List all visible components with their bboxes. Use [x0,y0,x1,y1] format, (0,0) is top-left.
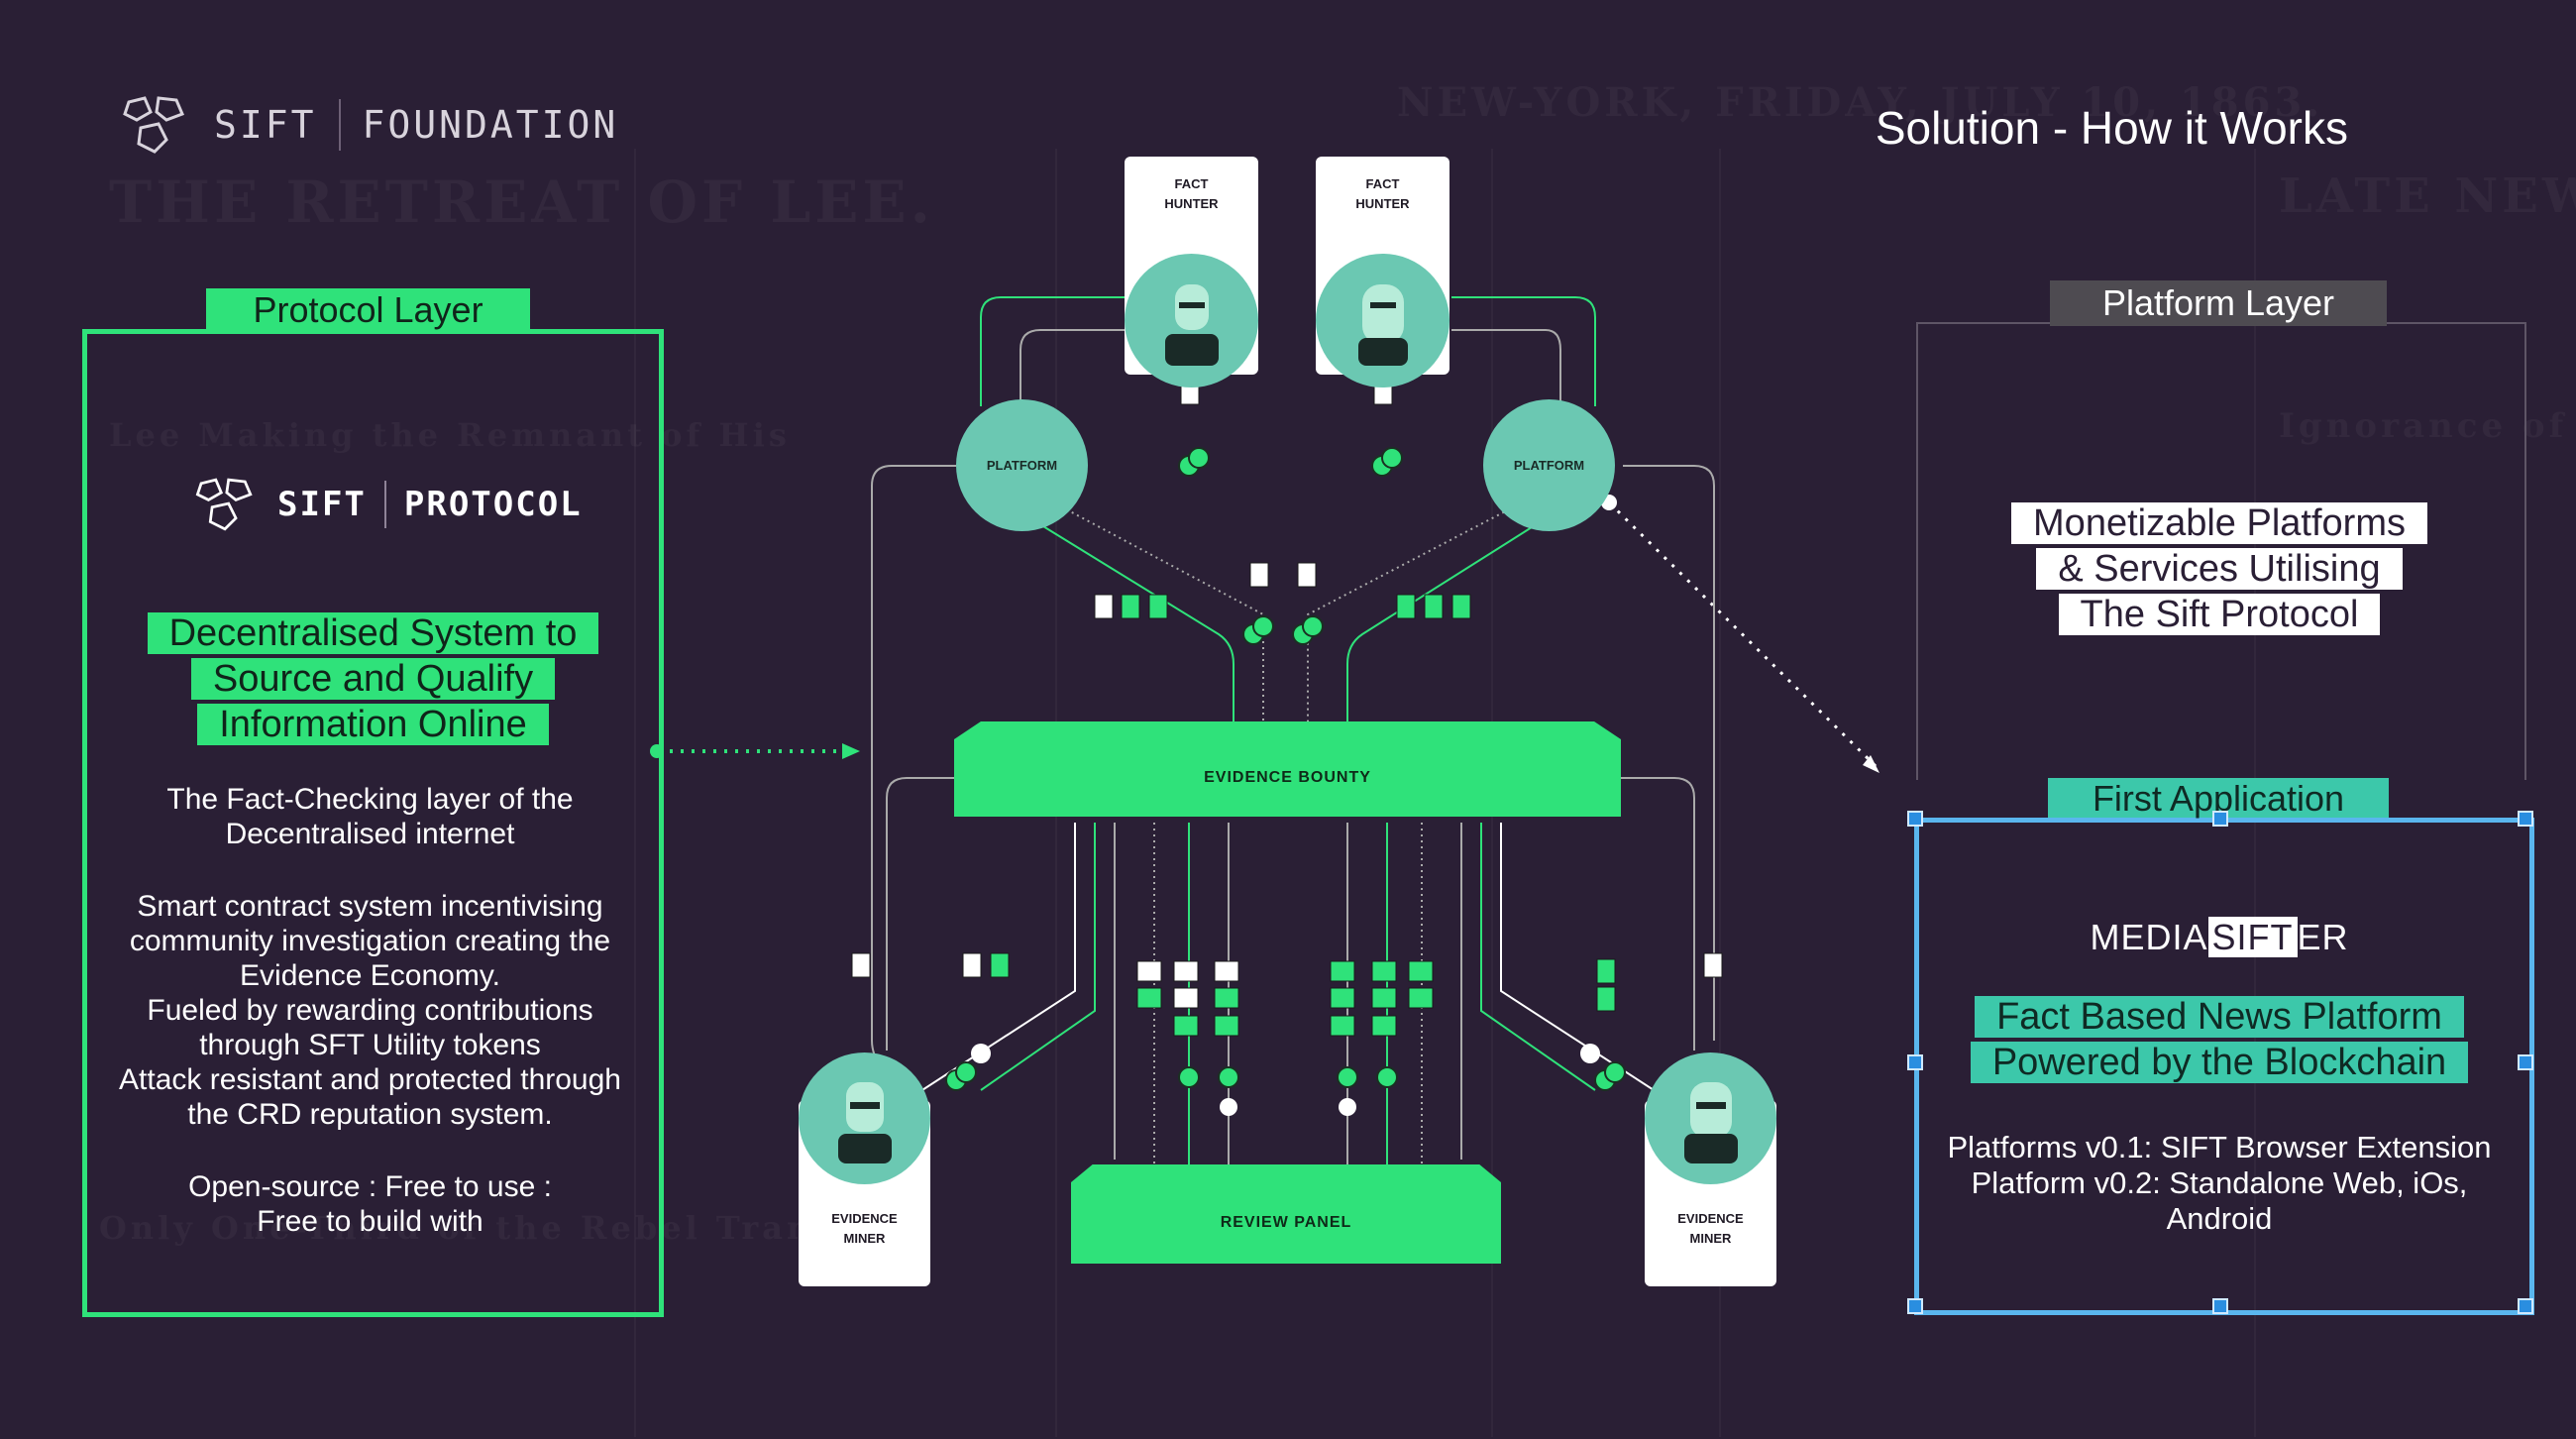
logo-divider [338,99,341,151]
evidence-bounty-top [954,721,1621,739]
review-panel-face: REVIEW PANEL [1071,1182,1501,1264]
protocol-body-line: community investigation creating the [129,925,611,957]
protocol-body-line: the CRD reputation system. [187,1098,553,1131]
person-icon [837,1081,892,1163]
resize-handle[interactable] [1907,1298,1923,1314]
app-description: Platforms v0.1: SIFT Browser Extension P… [1932,1130,2507,1237]
fact-hunter-avatar [1125,254,1258,387]
sift-protocol-logo: SIFT PROTOCOL [190,476,583,533]
logo-sift-text: SIFT [214,103,317,147]
evidence-bounty-block: EVIDENCE BOUNTY [954,721,1621,817]
protocol-heading-line: Information Online [197,704,549,745]
evidence-miner-avatar [799,1052,930,1184]
person-icon [1683,1081,1738,1163]
platform-heading: Monetizable Platforms & Services Utilisi… [1916,500,2522,637]
sift-protocol-logo-icon [195,478,253,531]
protocol-subtitle-line: Decentralised internet [225,818,515,850]
review-panel-top [1071,1164,1501,1182]
protocol-body-line: Smart contract system incentivising [137,890,603,923]
protocol-body: Smart contract system incentivising comm… [94,889,646,1132]
protocol-logo-protocol-text: PROTOCOL [403,485,583,524]
protocol-heading: Decentralised System to Source and Quali… [82,610,664,747]
platform-heading-line: Monetizable Platforms [2011,502,2427,544]
protocol-body-line: Attack resistant and protected through [119,1063,621,1096]
protocol-body-line: Fueled by rewarding contributions [147,994,593,1027]
slide-title: Solution - How it Works [1875,102,2348,154]
protocol-subtitle: The Fact-Checking layer of the Decentral… [94,782,646,851]
resize-handle[interactable] [2212,1298,2228,1314]
app-heading-line: Powered by the Blockchain [1970,1042,2469,1083]
media-sifter-suffix: ER [2297,917,2349,957]
platform-layer-tag: Platform Layer [2050,280,2387,326]
platform-node-right: PLATFORM [1483,399,1615,531]
fact-hunter-avatar [1316,254,1449,387]
resize-handle[interactable] [2518,1298,2533,1314]
platform-heading-line: & Services Utilising [2036,548,2403,590]
person-icon [1357,283,1408,366]
app-heading: Fact Based News Platform Powered by the … [1916,994,2522,1085]
review-panel-block: REVIEW PANEL [1071,1164,1501,1264]
media-sifter-box: SIFT [2207,917,2298,957]
media-sifter-prefix: MEDIA [2090,917,2208,957]
app-description-line: Platform v0.2: Standalone Web, iOs, [1971,1165,2468,1200]
protocol-layer-tag: Protocol Layer [206,288,530,332]
app-description-line: Android [2166,1201,2273,1236]
first-application-tag: First Application [2048,778,2389,819]
evidence-miner-avatar [1645,1052,1776,1184]
protocol-body-line: Evidence Economy. [240,959,500,992]
evidence-bounty-label: EVIDENCE BOUNTY [1204,769,1371,786]
platform-node-left: PLATFORM [956,399,1088,531]
resize-handle[interactable] [2518,811,2533,827]
sift-foundation-logo: SIFT FOUNDATION [117,94,618,156]
resize-handle[interactable] [2212,811,2228,827]
protocol-heading-line: Source and Qualify [190,658,556,700]
app-description-line: Platforms v0.1: SIFT Browser Extension [1947,1130,2492,1164]
resize-handle[interactable] [1907,811,1923,827]
protocol-subtitle-line: The Fact-Checking layer of the [166,783,574,816]
protocol-heading-line: Decentralised System to [147,612,599,654]
resize-handle[interactable] [2518,1054,2533,1070]
protocol-footer: Open-source : Free to use : Free to buil… [94,1169,646,1239]
protocol-logo-divider [383,481,386,528]
protocol-footer-line: Open-source : Free to use : [188,1170,552,1203]
logo-foundation-text: FOUNDATION [362,103,619,147]
evidence-bounty-face: EVIDENCE BOUNTY [954,739,1621,817]
platform-heading-line: The Sift Protocol [2058,594,2381,635]
resize-handle[interactable] [1907,1054,1923,1070]
person-icon [1164,283,1219,366]
sift-logo-icon [123,96,184,154]
review-panel-label: REVIEW PANEL [1220,1214,1352,1231]
protocol-body-line: through SFT Utility tokens [199,1029,541,1061]
protocol-footer-line: Free to build with [257,1205,483,1238]
app-heading-line: Fact Based News Platform [1975,996,2464,1038]
protocol-logo-sift-text: SIFT [277,485,367,524]
